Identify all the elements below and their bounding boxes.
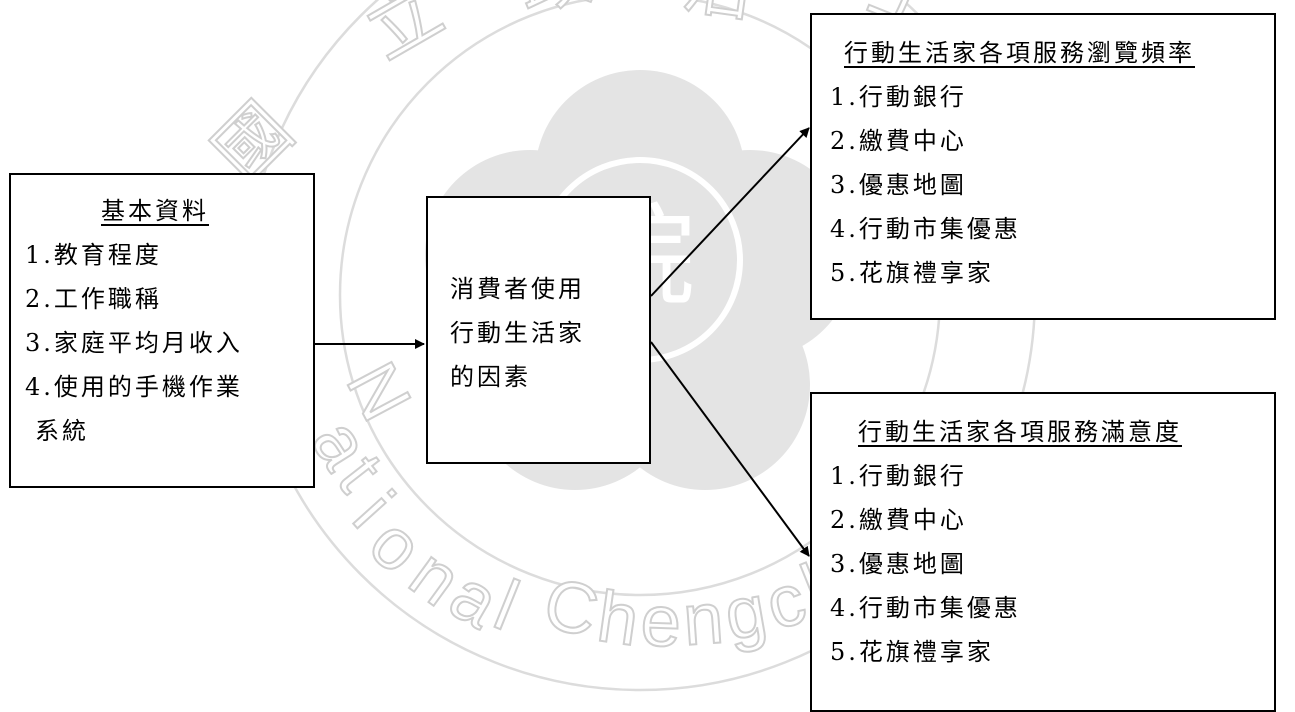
usage-factors-line: 的因素: [450, 363, 531, 391]
satisfaction-item: 2.繳費中心: [830, 506, 967, 534]
basic-data-item: 2.工作職稱: [25, 285, 162, 313]
browse-frequency-item: 4.行動市集優惠: [830, 215, 1021, 243]
usage-factors-line: 消費者使用: [450, 275, 585, 303]
satisfaction-item: 4.行動市集優惠: [830, 594, 1021, 622]
usage-factors-line: 行動生活家: [450, 319, 585, 347]
satisfaction-item: 5.花旗禮享家: [830, 638, 994, 666]
arrow-factors-to-satisfaction: [650, 341, 810, 557]
satisfaction-item: 1.行動銀行: [830, 462, 967, 490]
basic-data-item: 1.教育程度: [25, 241, 162, 269]
browse-frequency-item: 5.花旗禮享家: [830, 259, 994, 287]
browse-frequency-title: 行動生活家各項服務瀏覽頻率: [844, 39, 1195, 67]
browse-frequency-box: 行動生活家各項服務瀏覽頻率 1.行動銀行 2.繳費中心 3.優惠地圖 4.行動市…: [810, 13, 1276, 320]
basic-data-title: 基本資料: [101, 197, 209, 225]
basic-data-item-continuation: 系統: [35, 417, 89, 445]
satisfaction-item: 3.優惠地圖: [830, 550, 967, 578]
basic-data-box: 基本資料 1.教育程度 2.工作職稱 3.家庭平均月收入 4.使用的手機作業 系…: [9, 173, 315, 488]
satisfaction-box: 行動生活家各項服務滿意度 1.行動銀行 2.繳費中心 3.優惠地圖 4.行動市集…: [810, 392, 1276, 712]
usage-factors-box: 消費者使用 行動生活家 的因素: [426, 196, 651, 464]
browse-frequency-item: 3.優惠地圖: [830, 171, 967, 199]
browse-frequency-item: 1.行動銀行: [830, 83, 967, 111]
browse-frequency-item: 2.繳費中心: [830, 127, 967, 155]
arrow-factors-to-browse-frequency: [650, 127, 810, 297]
satisfaction-title: 行動生活家各項服務滿意度: [858, 418, 1182, 446]
basic-data-item: 3.家庭平均月收入: [25, 329, 243, 357]
basic-data-item: 4.使用的手機作業: [25, 373, 243, 401]
